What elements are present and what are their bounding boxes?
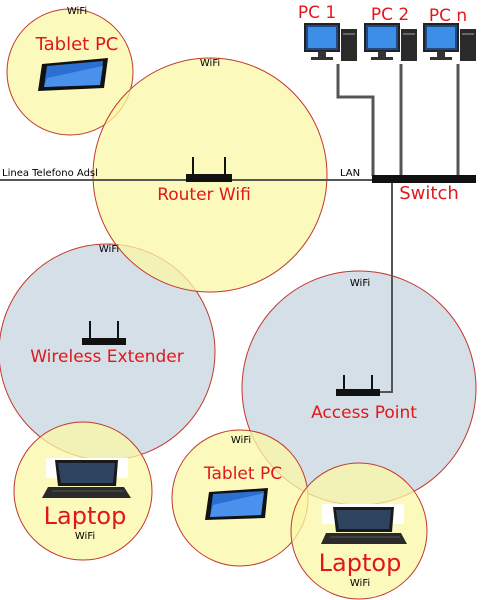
access-point-device-icon: [336, 375, 380, 396]
switch-device: [372, 175, 476, 183]
extender-label: Wireless Extender: [30, 347, 183, 367]
laptop1-icon: [42, 458, 131, 498]
wifi-label-extender: WiFi: [99, 244, 119, 255]
pc1-cable: [336, 64, 375, 176]
wifi-label-tablet2: WiFi: [231, 435, 251, 446]
pcn-label: PC n: [429, 6, 467, 26]
extender-device-icon: [82, 321, 126, 345]
pc2-label: PC 2: [371, 5, 409, 25]
access-point-label: Access Point: [311, 403, 417, 423]
tablet2-label: Tablet PC: [203, 464, 282, 484]
pc1-desktop-icon: [304, 23, 357, 61]
lan-label: LAN: [340, 168, 360, 179]
laptop2-icon: [321, 504, 407, 544]
adsl-line-label: Linea Telefono Adsl: [2, 168, 98, 179]
wifi-label-tablet1: WiFi: [67, 6, 87, 17]
router-label: Router Wifi: [157, 185, 251, 205]
wifi-label-access-point: WiFi: [350, 278, 370, 289]
pc2-desktop-icon: [364, 23, 417, 61]
tablet1-label: Tablet PC: [35, 34, 119, 55]
switch-label: Switch: [399, 183, 459, 204]
wifi-label-router: WiFi: [200, 58, 220, 69]
laptop1-label: Laptop: [44, 502, 127, 530]
wifi-label-laptop2: WiFi: [350, 578, 370, 589]
laptop2-label: Laptop: [319, 549, 402, 577]
router-device-icon: [186, 157, 232, 182]
tablet1-icon: [38, 58, 108, 91]
pcn-desktop-icon: [423, 23, 476, 61]
tablet2-icon: [205, 488, 268, 520]
wifi-label-laptop1: WiFi: [75, 531, 95, 542]
pc1-label: PC 1: [298, 3, 336, 23]
